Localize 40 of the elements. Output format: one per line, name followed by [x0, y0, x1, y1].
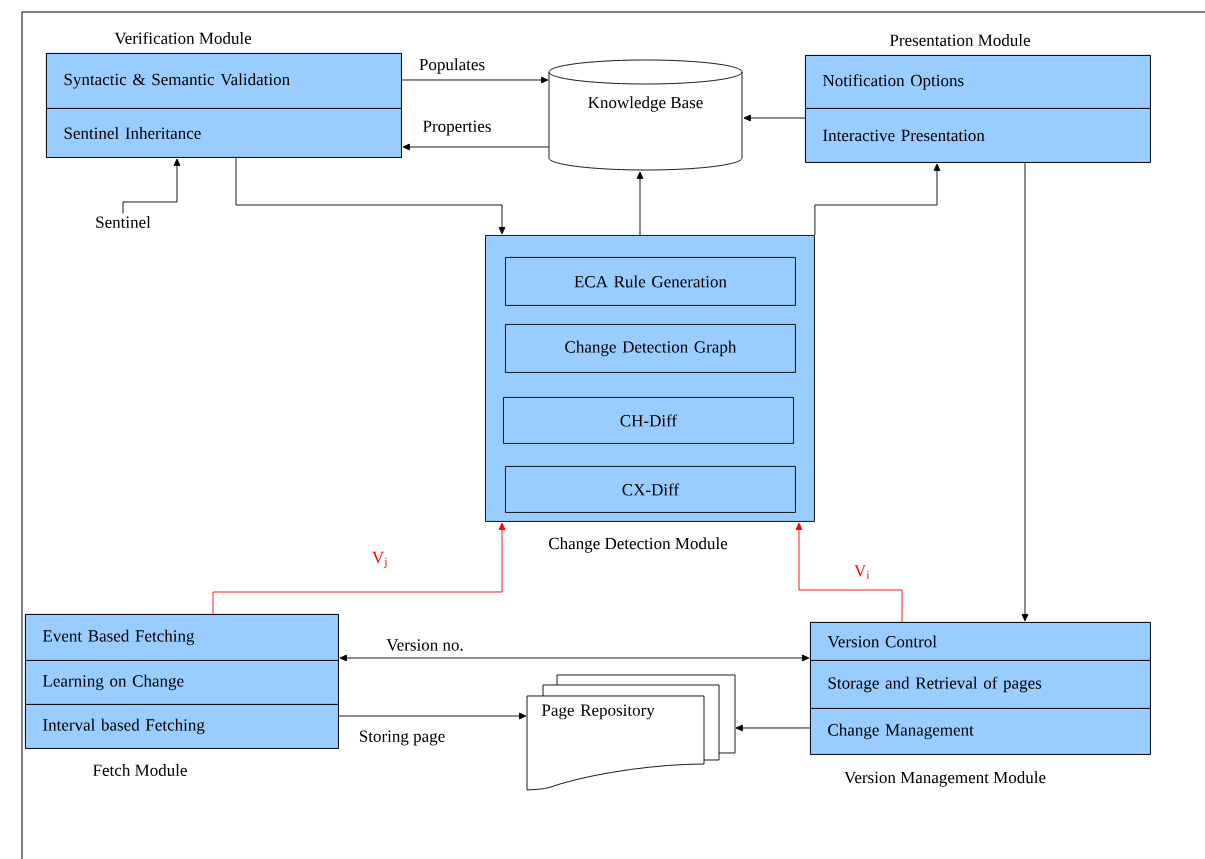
- component-row: Change Management: [810, 708, 1151, 755]
- component-row: Interactive Presentation: [805, 108, 1151, 163]
- component-box: ECA Rule Generation: [505, 257, 796, 306]
- component-row: Event Based Fetching: [25, 614, 339, 661]
- component-row: Interval based Fetching: [25, 704, 339, 749]
- module-heading: Change Detection Module: [549, 537, 728, 553]
- arrow: [1021, 162, 1029, 622]
- arrow: [338, 712, 527, 720]
- module-heading: Version Management Module: [844, 771, 1046, 787]
- component-row: Storage and Retrieval of pages: [810, 660, 1151, 709]
- component-row: Notification Options: [805, 55, 1151, 109]
- module-heading: Presentation Module: [889, 34, 1030, 46]
- module-heading: Fetch Module: [93, 764, 187, 776]
- component-box: CX-Diff: [505, 466, 796, 513]
- component-row: Version Control: [810, 622, 1151, 661]
- arrow: [636, 171, 644, 236]
- arrow: [743, 114, 806, 122]
- arrow: [401, 76, 549, 84]
- edge-label: Populates: [417, 57, 487, 75]
- arrow: [795, 522, 903, 623]
- input-label: Sentinel: [96, 216, 151, 228]
- component-row: Learning on Change: [25, 660, 339, 705]
- arrow: [402, 143, 550, 151]
- database-cylinder: Knowledge Base: [548, 59, 743, 171]
- edge-label: Storing page: [357, 729, 447, 747]
- arrow: [735, 724, 811, 732]
- arrow: [814, 163, 941, 236]
- arrow: [122, 158, 181, 214]
- arrow: [212, 522, 506, 615]
- arrow: [235, 157, 506, 235]
- module-heading: Verification Module: [114, 31, 252, 45]
- edge-label: Version no.: [385, 638, 465, 652]
- edge-label: Properties: [421, 119, 493, 137]
- edge-label: V$_{j}$: [370, 550, 390, 570]
- edge-label: V$_{i}$: [852, 564, 872, 580]
- component-box: CH-Diff: [503, 397, 794, 444]
- component-row: Syntactic & Semantic Validation: [46, 53, 402, 109]
- component-box: Change Detection Graph: [505, 324, 796, 373]
- arrow: [339, 654, 810, 662]
- component-row: Sentinel Inheritance: [46, 108, 402, 158]
